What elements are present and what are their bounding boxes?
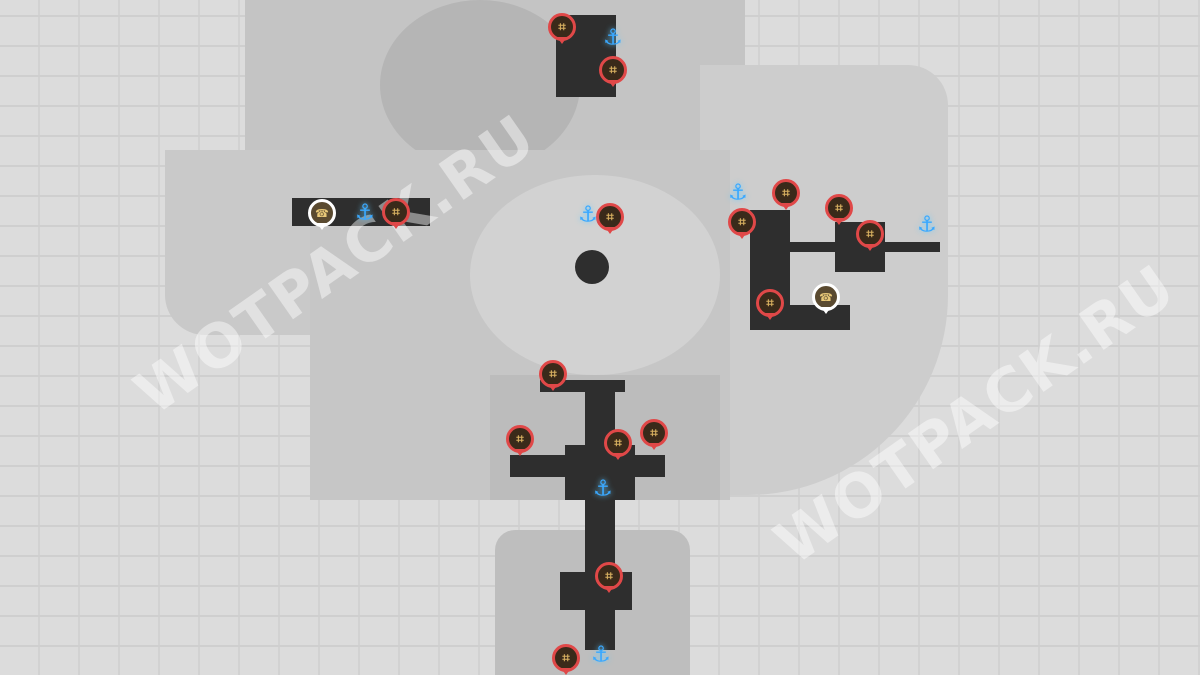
treasure-chest-icon[interactable]: ⌗ [728,208,756,236]
treasure-chest-icon[interactable]: ⌗ [604,429,632,457]
treasure-chest-icon[interactable]: ⌗ [640,419,668,447]
treasure-chest-icon[interactable]: ⌗ [856,220,884,248]
space-anchor-icon[interactable]: ⚓ [591,642,611,668]
space-anchor-icon[interactable]: ⚓ [603,25,623,51]
plaza-pillar [575,250,609,284]
treasure-chest-icon[interactable]: ⌗ [552,644,580,672]
treasure-chest-icon[interactable]: ⌗ [539,360,567,388]
mission-phone-icon[interactable]: ☎ [308,199,336,227]
treasure-chest-icon[interactable]: ⌗ [825,194,853,222]
space-anchor-icon[interactable]: ⚓ [578,202,598,228]
treasure-chest-icon[interactable]: ⌗ [599,56,627,84]
treasure-chest-icon[interactable]: ⌗ [382,198,410,226]
treasure-chest-icon[interactable]: ⌗ [772,179,800,207]
map-dome-circle [380,0,580,170]
treasure-chest-icon[interactable]: ⌗ [756,289,784,317]
mission-phone-icon[interactable]: ☎ [812,283,840,311]
space-anchor-icon[interactable]: ⚓ [355,200,375,226]
space-anchor-icon[interactable]: ⚓ [917,212,937,238]
treasure-chest-icon[interactable]: ⌗ [506,425,534,453]
space-anchor-icon[interactable]: ⚓ [728,180,748,206]
treasure-chest-icon[interactable]: ⌗ [548,13,576,41]
treasure-chest-icon[interactable]: ⌗ [596,203,624,231]
space-anchor-icon[interactable]: ⚓ [593,476,613,502]
treasure-chest-icon[interactable]: ⌗ [595,562,623,590]
building-south-side [510,455,665,477]
